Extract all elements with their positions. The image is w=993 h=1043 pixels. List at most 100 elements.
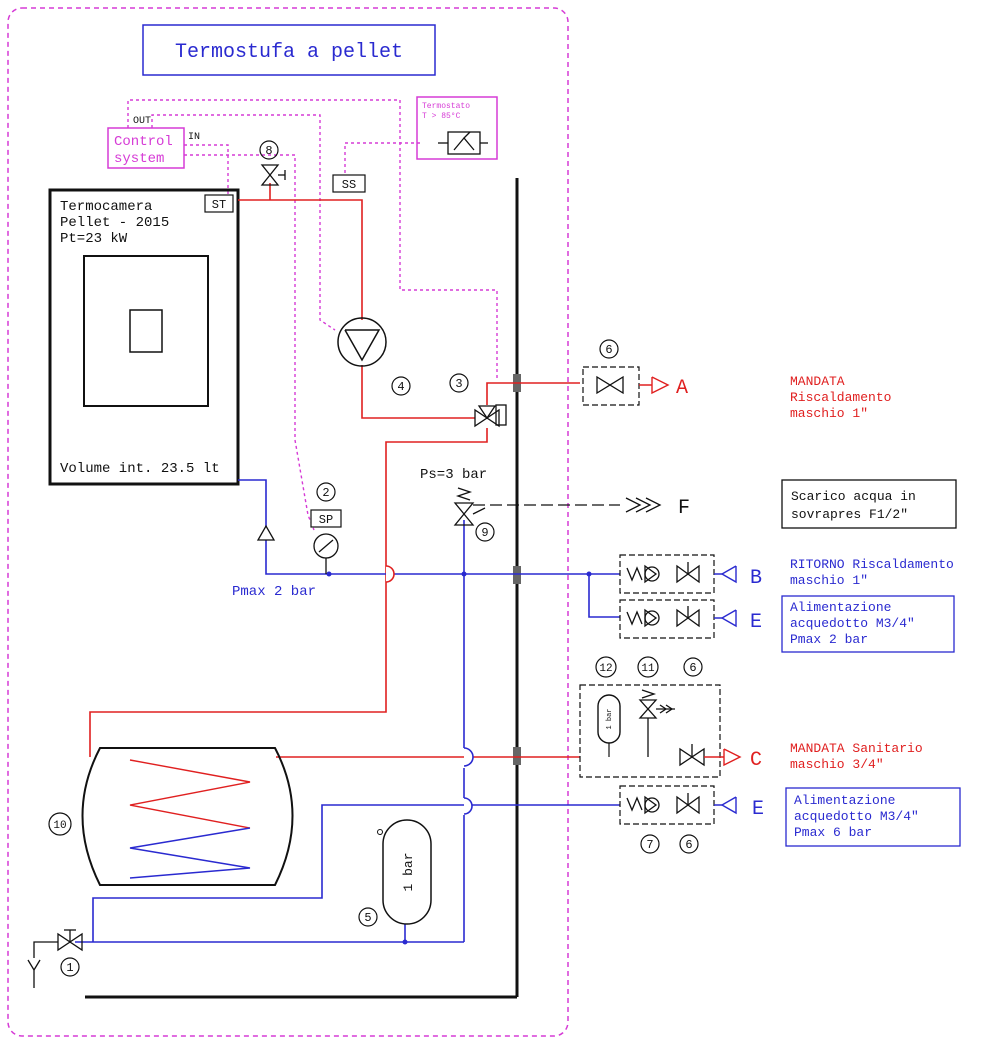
- ss-sensor-label: SS: [342, 178, 356, 192]
- junction-dot-3: [326, 571, 332, 577]
- callout-1: 1: [66, 961, 73, 975]
- check-valve-e2-icon: [626, 793, 700, 815]
- vessel-top-dot: [377, 829, 383, 835]
- outlet-e2-letter: E: [752, 798, 764, 821]
- valve-group-a: [582, 366, 640, 406]
- outlet-c-letter: C: [750, 749, 762, 772]
- callout-6a: 6: [605, 343, 612, 357]
- outlet-a-letter: A: [676, 377, 688, 400]
- alim1-box: [781, 595, 955, 653]
- drain-valve-1-icon: [27, 929, 83, 988]
- termocamera-box: [48, 188, 240, 486]
- tank-coil-cold: [129, 827, 251, 879]
- callout-3: 3: [455, 377, 462, 391]
- inlet-b-arrow-icon: [720, 565, 737, 584]
- note-alim2-2: acquedotto M3/4": [794, 809, 919, 824]
- ps-label: Ps=3 bar: [420, 467, 487, 483]
- outlet-e1-letter: E: [750, 611, 762, 634]
- st-sensor-box: [204, 194, 234, 213]
- check-valve-e1-icon: [626, 606, 700, 628]
- firebox-window: [129, 309, 163, 353]
- callout-circles: [48, 140, 703, 977]
- vessel-label: 1 bar: [401, 852, 416, 891]
- note-ritorno-1: RITORNO Riscaldamento: [790, 557, 954, 572]
- outlet-c-arrow-icon: [723, 748, 742, 767]
- control-system-line2: system: [114, 151, 164, 167]
- vessel-small-label: 1 bar: [606, 708, 614, 729]
- thermostat-box: [416, 96, 498, 160]
- junction-dot: [461, 571, 467, 577]
- control-system-line1: Control: [114, 134, 173, 150]
- check-valve-b-icon: [626, 562, 700, 584]
- pipe-crossings: [463, 747, 474, 815]
- wall-sleeve-b: [513, 566, 521, 584]
- note-alim1-1: Alimentazione: [790, 600, 891, 615]
- thermostat-line1: Termostato: [422, 102, 470, 111]
- circulation-pump-4-icon: [337, 317, 387, 367]
- valve-group-e1: [619, 599, 715, 639]
- note-mandata-2: Riscaldamento: [790, 390, 891, 405]
- sp-sensor-label: SP: [319, 513, 333, 527]
- cold-water-pipes: [75, 479, 620, 943]
- control-system-box: [107, 127, 185, 169]
- callout-10: 10: [53, 820, 66, 832]
- flow-arrow-icon: [256, 524, 276, 541]
- termocamera-line3: Pt=23 kW: [60, 231, 128, 247]
- shutoff-valve-c-icon: [679, 744, 705, 767]
- page-title: Termostufa a pellet: [175, 41, 403, 64]
- tank-coil-hot: [129, 759, 251, 829]
- thermostat-symbol-icon: [438, 131, 488, 155]
- inlet-e1-arrow-icon: [720, 609, 737, 628]
- note-alim2-1: Alimentazione: [794, 793, 895, 808]
- note-mandata-1: MANDATA: [790, 374, 845, 389]
- callout-6b: 6: [689, 661, 696, 675]
- outlet-b-letter: B: [750, 567, 762, 590]
- junction-dot-2: [586, 571, 592, 577]
- valve-group-c: [579, 684, 721, 778]
- three-way-valve-3-icon: [474, 404, 507, 428]
- st-sensor-label: ST: [212, 198, 226, 212]
- callout-numbers: 1 2 3 4 5 6 7 8 9 10 11 12 6 6: [53, 144, 696, 975]
- note-sanitario-2: maschio 3/4": [790, 757, 884, 772]
- callout-12: 12: [599, 663, 612, 675]
- callout-2: 2: [322, 486, 329, 500]
- sp-sensor-box: [310, 509, 342, 528]
- pipe-crossing-red: [385, 565, 395, 583]
- callout-6c: 6: [685, 838, 692, 852]
- junction-dot-4: [402, 939, 408, 945]
- expansion-vessel-5: [382, 819, 432, 925]
- note-alim2-3: Pmax 6 bar: [794, 825, 872, 840]
- safety-valve-11-icon: [638, 689, 675, 757]
- termocamera-line2: Pellet - 2015: [60, 215, 169, 231]
- boiler-tank-10: [81, 747, 294, 886]
- note-scarico-1: Scarico acqua in: [791, 489, 916, 504]
- note-ritorno-2: maschio 1": [790, 573, 868, 588]
- control-in-label: IN: [188, 132, 200, 143]
- wall-sleeve-c: [513, 747, 521, 765]
- outlet-a-arrow-icon: [651, 376, 670, 395]
- note-mandata-3: maschio 1": [790, 406, 868, 421]
- callout-5: 5: [364, 911, 371, 925]
- callout-11: 11: [641, 663, 655, 675]
- air-vent-valve-8-icon: [260, 164, 286, 186]
- scarico-box: [781, 479, 957, 529]
- note-sanitario-1: MANDATA Sanitario: [790, 741, 923, 756]
- termocamera-line1: Termocamera: [60, 199, 152, 215]
- ss-sensor-box: [332, 174, 366, 193]
- alim2-box: [785, 787, 961, 847]
- note-alim1-3: Pmax 2 bar: [790, 632, 868, 647]
- shutoff-valve-a-icon: [596, 375, 624, 395]
- note-alim1-2: acquedotto M3/4": [790, 616, 915, 631]
- stove-boundary: [7, 7, 569, 1037]
- title-box: [142, 24, 436, 76]
- control-out-label: OUT: [133, 116, 151, 127]
- callout-8: 8: [265, 144, 272, 158]
- note-scarico-2: sovrapres F1/2": [791, 507, 908, 522]
- thermostat-line2: T > 85°C: [422, 112, 461, 121]
- pressure-gauge-2-icon: [313, 533, 339, 574]
- termocamera-volume: Volume int. 23.5 lt: [60, 461, 220, 477]
- inlet-e2-arrow-icon: [720, 796, 737, 815]
- callout-7: 7: [646, 838, 653, 852]
- pmax-label: Pmax 2 bar: [232, 584, 316, 600]
